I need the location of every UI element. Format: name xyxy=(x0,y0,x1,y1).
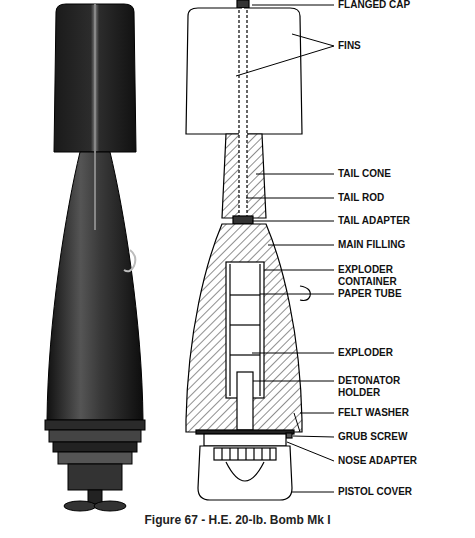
part-label: DETONATOR HOLDER xyxy=(338,375,422,399)
leader-line xyxy=(292,492,334,493)
leader-line xyxy=(268,245,334,246)
tail-rod xyxy=(239,8,247,220)
felt-washer xyxy=(196,430,294,434)
part-label: NOSE ADAPTER xyxy=(338,455,417,467)
external-view xyxy=(45,4,145,511)
part-label: EXPLODER CONTAINER xyxy=(338,264,422,288)
tail-adapter xyxy=(233,216,253,224)
band xyxy=(45,420,145,430)
leader-line xyxy=(246,198,334,199)
part-label: FINS xyxy=(338,40,361,52)
part-label: FLANGED CAP xyxy=(338,0,410,11)
pellet-divider xyxy=(230,354,260,355)
leader-line xyxy=(292,34,334,46)
nose-adapter xyxy=(204,434,286,446)
leader-line xyxy=(264,270,334,271)
leader-line xyxy=(253,381,334,382)
suspension-lug xyxy=(124,250,135,271)
leader-line xyxy=(256,174,334,175)
part-label: TAIL CONE xyxy=(338,168,391,180)
leader-line xyxy=(260,294,334,295)
pistol-head xyxy=(214,448,276,460)
arming-vane xyxy=(64,501,96,511)
part-label: TAIL ROD xyxy=(338,192,384,204)
paper-tube xyxy=(259,264,260,396)
main-filling xyxy=(186,224,302,432)
part-label: EXPLODER xyxy=(338,347,393,359)
leader-lines xyxy=(236,5,334,492)
part-label: TAIL ADAPTER xyxy=(338,215,410,227)
pellet-divider xyxy=(230,324,260,325)
pistol-ribs xyxy=(222,448,270,460)
pistol-cover xyxy=(198,446,292,500)
fin-edge xyxy=(94,4,96,230)
band xyxy=(49,430,141,442)
part-label: GRUB SCREW xyxy=(338,431,407,443)
section-view xyxy=(186,0,310,500)
leader-line xyxy=(252,221,334,222)
detonator-holder xyxy=(237,372,253,430)
leader-line xyxy=(252,5,334,6)
part-label: FELT WASHER xyxy=(338,407,409,419)
arming-vane xyxy=(94,501,126,511)
suspension-lug xyxy=(300,286,310,301)
part-label: PISTOL COVER xyxy=(338,486,412,498)
figure-caption: Figure 67 - H.E. 20-lb. Bomb Mk I xyxy=(0,513,475,527)
leader-line xyxy=(236,46,334,76)
pistol-body xyxy=(68,464,122,490)
paper-tube xyxy=(229,264,230,396)
part-label: MAIN FILLING xyxy=(338,239,405,251)
flanged-cap xyxy=(237,0,249,8)
pistol-spring xyxy=(226,462,264,481)
band xyxy=(53,442,137,452)
nose-ring xyxy=(58,452,132,464)
leader-line xyxy=(252,353,334,354)
grub-screw xyxy=(286,433,292,438)
leader-line xyxy=(287,442,334,461)
leader-line xyxy=(294,413,334,432)
part-label: PAPER TUBE xyxy=(338,288,402,300)
pellet-divider xyxy=(230,294,260,295)
leader-line xyxy=(293,436,334,437)
